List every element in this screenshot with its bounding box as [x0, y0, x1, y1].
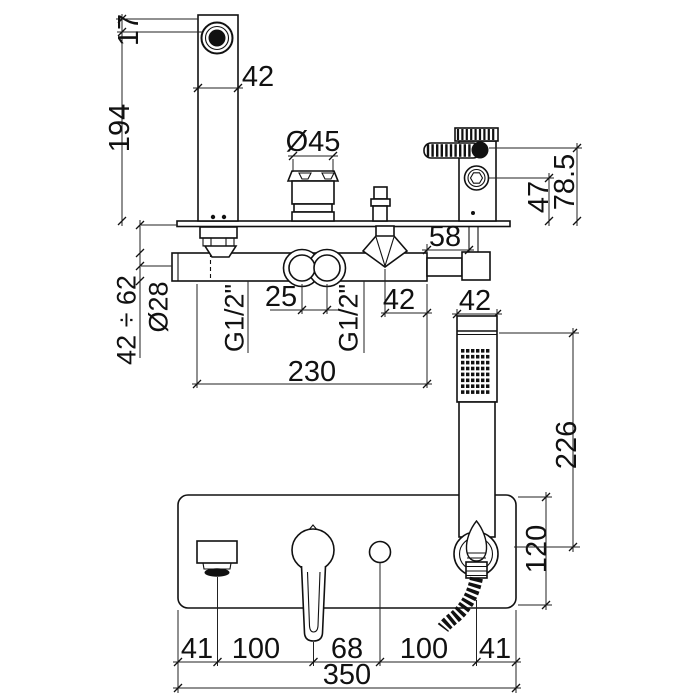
- shower-head: [456, 315, 498, 403]
- dim-42-62: 42 ÷ 62: [111, 275, 141, 365]
- spout-front: [196, 540, 238, 577]
- dim-g12-left: G1/2": [219, 284, 249, 352]
- outlet-pipe: [426, 257, 463, 277]
- holder-knurl-stripes: [456, 129, 495, 140]
- dim-120: 120: [521, 525, 553, 573]
- diverter-knob-front: [368, 540, 392, 564]
- front-view-dimensions: 41 100 68 100 41 350 120: [173, 492, 553, 693]
- dim-100-left: 100: [232, 633, 280, 665]
- inwall-body: [171, 225, 491, 288]
- dim-58: 58: [429, 221, 461, 253]
- shower-handle: [458, 401, 496, 538]
- shower-spray-grid: [461, 349, 490, 394]
- flex-hose: [437, 576, 483, 633]
- cartridge-side: [286, 170, 340, 222]
- inlet-port-left: [288, 254, 316, 282]
- dim-41-left: 41: [181, 633, 213, 665]
- dim-230: 230: [288, 356, 336, 388]
- side-view-dimensions: 17 194 42 Ø45 47 78.5 58 42 ÷ 62 Ø28 25 …: [104, 14, 582, 389]
- check-valve-funnel: [361, 235, 409, 268]
- spout-side: [197, 14, 239, 222]
- outlet-block: [461, 251, 491, 281]
- wall-plate-side: [176, 220, 511, 228]
- shower-inlet-cone: [465, 519, 488, 562]
- union-bolt: [225, 237, 235, 247]
- dim-41-right: 41: [479, 633, 511, 665]
- dim-42-valve: 42: [383, 284, 415, 316]
- spout-screw-dot: [221, 214, 227, 220]
- dim-226: 226: [551, 421, 583, 469]
- dim-17: 17: [113, 14, 145, 46]
- spout-outlet-ring: [204, 25, 230, 51]
- wall-plate-front: [177, 494, 517, 609]
- hose-elbow: [471, 141, 489, 159]
- socket-hex: [469, 172, 484, 184]
- spout-screw-dot: [210, 214, 216, 220]
- dim-47: 47: [523, 181, 555, 213]
- front-view: 41 100 68 100 41 350 120 42 226: [173, 285, 583, 693]
- spout-outlet-outer: [200, 21, 234, 55]
- hose-nipple-stripes: [426, 144, 471, 157]
- union-bolt: [202, 237, 212, 247]
- dim-78-5: 78.5: [549, 154, 581, 210]
- dim-68: 68: [331, 633, 363, 665]
- stop-knob-side: [370, 186, 391, 222]
- dim-350: 350: [323, 659, 371, 691]
- dim-42-spout: 42: [242, 61, 274, 93]
- dim-42-shower: 42: [459, 285, 491, 317]
- inlet-port-right: [313, 254, 341, 282]
- spout-union-cone: [203, 245, 238, 258]
- dim-100-right: 100: [400, 633, 448, 665]
- spout-outlet-hole: [208, 29, 226, 47]
- lever-grip-outer: [300, 565, 327, 642]
- side-view: 17 194 42 Ø45 47 78.5 58 42 ÷ 62 Ø28 25 …: [104, 14, 582, 389]
- dim-25: 25: [265, 281, 297, 313]
- shower-holder-side: [423, 127, 499, 222]
- lever-handle-front: [291, 524, 335, 642]
- dim-g12-right: G1/2": [333, 284, 363, 352]
- handshower-front: 42 226: [437, 285, 583, 633]
- spout-union-collar: [199, 226, 238, 239]
- dim-194: 194: [104, 104, 136, 152]
- spout-aerator: [204, 568, 230, 577]
- holder-screw-dot: [471, 211, 475, 215]
- dim-o45: Ø45: [286, 126, 341, 158]
- lever-grip-inner: [306, 571, 321, 633]
- holder-socket-inner: [467, 168, 486, 188]
- lever-ball: [291, 528, 335, 572]
- dim-o28: Ø28: [143, 281, 173, 332]
